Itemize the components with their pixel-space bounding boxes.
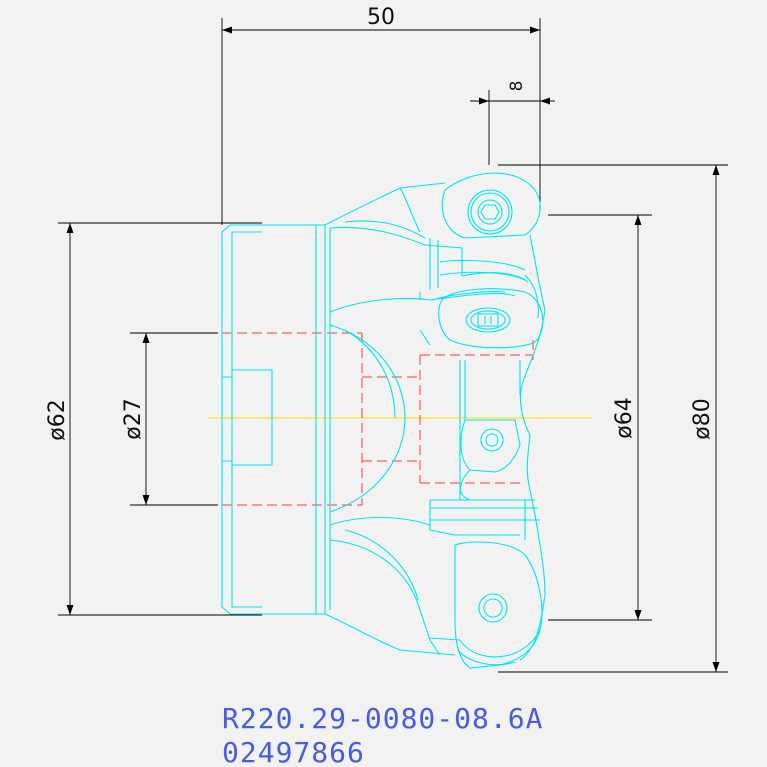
part-number: 02497866 — [222, 736, 365, 767]
dimension-dia80-label: ø80 — [690, 398, 715, 439]
upper-insert — [441, 172, 541, 239]
lower-insert — [454, 541, 543, 669]
dimension-8-label: 8 — [507, 81, 527, 92]
part-designation: R220.29-0080-08.6A — [222, 702, 543, 735]
dimension-dia27: ø27 — [121, 332, 218, 506]
hidden-bore — [222, 332, 534, 506]
dimension-dia80: ø80 — [498, 164, 728, 673]
dimension-dia27-label: ø27 — [121, 398, 146, 439]
dimension-8: 8 — [470, 81, 555, 165]
dimension-dia62-label: ø62 — [45, 399, 70, 440]
cutter-body — [221, 172, 546, 669]
dimension-dia64: ø64 — [548, 214, 652, 621]
center-insert — [459, 360, 521, 501]
middle-insert — [431, 272, 544, 349]
dimension-50-label: 50 — [367, 5, 395, 30]
dimension-dia62: ø62 — [45, 222, 262, 616]
dimension-50: 50 — [221, 5, 541, 225]
dimension-dia64-label: ø64 — [612, 397, 637, 438]
